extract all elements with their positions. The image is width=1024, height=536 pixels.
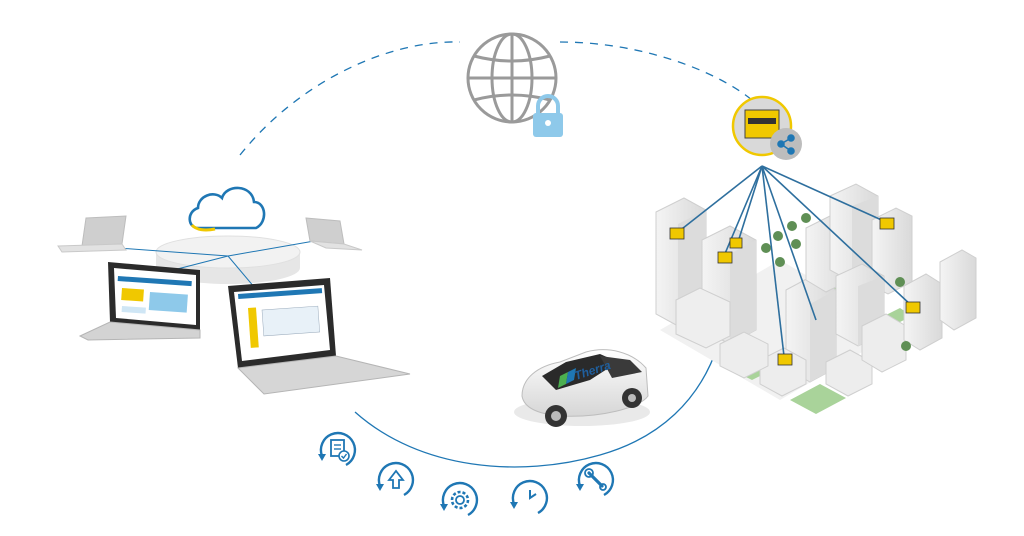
- dashed-connection-arc-right: [559, 41, 753, 101]
- wrench-icon: [576, 461, 615, 497]
- laptop-dashboard-left: [78, 262, 201, 341]
- share-icon: [777, 134, 795, 155]
- sensor-devices: [669, 217, 921, 366]
- clock-icon: [510, 479, 549, 515]
- dashed-connection-arc: [239, 41, 461, 156]
- gear-icon: [440, 481, 479, 517]
- document-check-icon: [318, 431, 357, 467]
- sensor-links: [677, 165, 913, 357]
- globe-icon: [466, 32, 558, 124]
- car-illustration: Therra: [514, 349, 650, 427]
- laptop-small-right: [305, 217, 363, 251]
- city-buildings: [655, 183, 977, 414]
- service-arc: [354, 344, 719, 468]
- lock-icon: [533, 94, 563, 137]
- upload-arrow-icon: [376, 461, 415, 497]
- gateway-device: [731, 95, 802, 160]
- laptop-dashboard-right: [228, 278, 411, 395]
- laptop-small-left: [57, 215, 127, 253]
- cloud-icon: [188, 186, 266, 232]
